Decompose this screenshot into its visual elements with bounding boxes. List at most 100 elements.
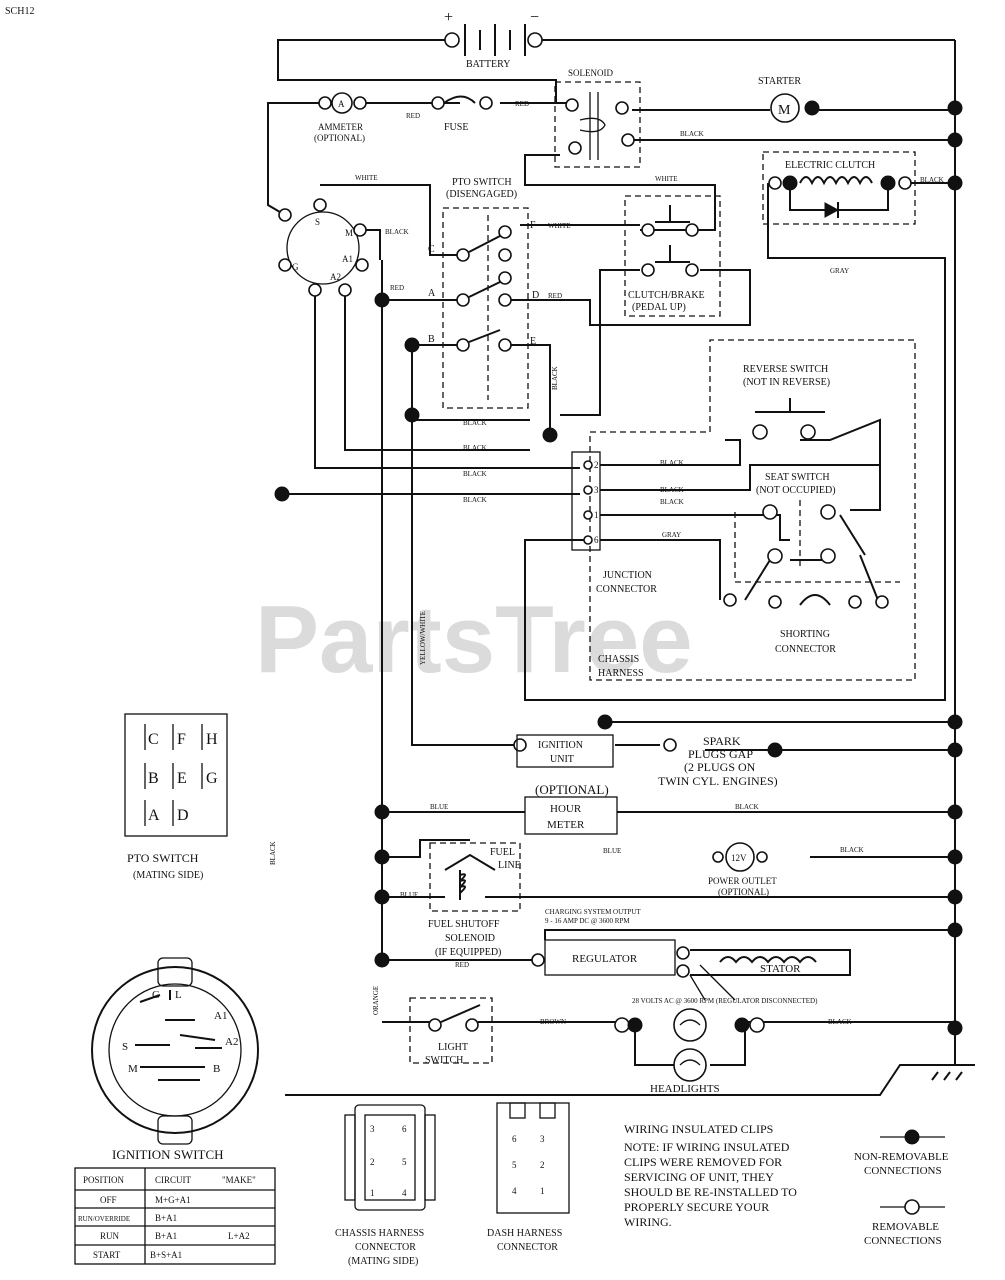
ignition-unit-title: IGNITION [538,740,583,751]
wire-white-top: WHITE [355,174,378,182]
starter: M STARTER [758,76,963,123]
pto-mating-subtitle: (MATING SIDE) [133,870,203,881]
table-row2-circuit: B+A1 [155,1231,177,1241]
charging-output-value: 9 - 16 AMP DC @ 3600 RPM [545,917,630,925]
clutch-brake-switch: CLUTCH/BRAKE (PEDAL UP) [624,195,721,317]
hour-meter-title: HOUR [550,803,582,815]
wire-black-4: BLACK [463,496,487,504]
pto-mating-h: H [206,731,218,748]
chassis-harness-area: REVERSE SWITCH (NOT IN REVERSE) SEAT SWI… [571,339,916,681]
dash-pin-5: 5 [512,1160,517,1170]
chassis-connector-side: (MATING SIDE) [348,1256,418,1267]
table-row1-circuit: B+A1 [155,1213,177,1223]
pto-term-b: B [428,334,435,345]
pto-mating-f: F [177,731,186,748]
pto-mating-title: PTO SWITCH [127,851,199,865]
watermark: PartsTree [255,586,693,693]
solenoid: SOLENOID [554,68,641,168]
junction-connector-label: CONNECTOR [596,584,657,595]
pto-term-f: F [530,220,536,231]
pto-mating-b: B [148,770,159,787]
fuse-label: FUSE [444,122,468,133]
wire-black-headlight: BLACK [828,1018,852,1026]
pto-switch: PTO SWITCH (DISENGAGED) C A B F D E [428,177,539,409]
pto-switch-title: PTO SWITCH [452,177,512,188]
battery-label: BATTERY [466,59,510,70]
ign-switch-a1: A1 [214,1010,227,1022]
wire-black-3: BLACK [463,470,487,478]
ammeter: A AMMETER (OPTIONAL) [314,92,367,143]
note-line6: PROPERLY SECURE YOUR [624,1200,769,1214]
spark-line4: TWIN CYL. ENGINES) [658,774,778,788]
chassis-pin-6: 6 [402,1124,407,1134]
wire-red-d: RED [548,292,562,300]
pto-mating-g: G [206,770,218,787]
pto-term-d: D [532,290,539,301]
dash-pin-1: 1 [540,1186,545,1196]
power-outlet: 12V POWER OUTLET (OPTIONAL) [708,842,777,897]
dash-pin-4: 4 [512,1186,517,1196]
battery-plus: + [444,9,453,26]
wire-orange: ORANGE [372,986,380,1015]
ignition-switch: G L A1 A2 S M B IGNITION SWITCH [91,957,259,1162]
table-row2-extra: L+A2 [228,1231,250,1241]
bus-junctions [274,132,963,1036]
electric-clutch: ELECTRIC CLUTCH BLACK [762,151,944,225]
ign-switch-title: IGNITION SWITCH [112,1147,224,1162]
ignition-unit: IGNITION UNIT [513,734,677,768]
fuel-line-title: FUEL [490,847,515,858]
pto-mating-a: A [148,807,160,824]
seat-switch-state: (NOT OCCUPIED) [756,485,836,496]
main-wiring [267,39,975,1096]
ammeter-label: AMMETER [318,122,363,132]
chassis-pin-5: 5 [402,1157,407,1167]
wire-black-hour: BLACK [735,803,759,811]
power-outlet-title: POWER OUTLET [708,876,777,886]
wire-blue-hour: BLUE [430,803,448,811]
ign-term-g: G [292,262,299,272]
wire-black-2: BLACK [463,444,487,452]
ign-switch-l: L [175,989,182,1001]
wire-blue-power: BLUE [603,847,621,855]
ign-switch-b: B [213,1063,220,1075]
junction-connector-title: JUNCTION [603,570,652,581]
light-switch-label: SWITCH [425,1055,463,1066]
wire-black-j2: BLACK [660,459,684,467]
reverse-switch-state: (NOT IN REVERSE) [743,377,830,388]
pto-switch-state: (DISENGAGED) [446,189,517,200]
clutch-brake-state: (PEDAL UP) [632,302,686,313]
hour-meter: (OPTIONAL) HOUR METER BLUE BLACK [430,782,759,835]
pto-switch-mating: C F H B E G A D PTO SWITCH (MATING SIDE) [124,713,228,881]
seat-switch-title: SEAT SWITCH [765,472,830,483]
junction-pin-1: 1 [594,510,599,520]
pto-mating-c: C [148,731,159,748]
table-row2-position: RUN [100,1231,120,1241]
ign-switch-g: G [152,989,160,1001]
note-line2: NOTE: IF WIRING INSULATED [624,1140,790,1154]
battery-minus: − [530,9,539,26]
wire-red-fuse: RED [515,100,529,108]
hour-meter-optional: (OPTIONAL) [535,782,609,797]
legend-non-removable-dot [904,1129,920,1145]
chassis-pin-4: 4 [402,1188,407,1198]
stator-label: STATOR [760,963,801,975]
wire-black-a1: BLACK [385,228,409,236]
electric-clutch-label: ELECTRIC CLUTCH [785,160,875,171]
pto-term-a: A [428,288,436,299]
note-line4: SERVICING OF UNIT, THEY [624,1170,774,1184]
wire-white-f: WHITE [548,222,571,230]
chassis-connector-title: CHASSIS HARNESS [335,1228,424,1239]
note-line5: SHOULD BE RE-INSTALLED TO [624,1185,797,1199]
wire-yellow-white: YELLOW/WHITE [419,611,427,665]
hour-meter-label: METER [547,819,585,831]
wire-red-ammeter: RED [406,112,420,120]
junction-pin-3: 3 [594,485,599,495]
spark-plugs: SPARK PLUGS GAP (2 PLUGS ON TWIN CYL. EN… [658,734,778,788]
clutch-brake-title: CLUTCH/BRAKE [628,290,705,301]
legend-non-removable-2: CONNECTIONS [864,1165,942,1177]
legend-removable-1: REMOVABLE [872,1221,939,1233]
spark-line3: (2 PLUGS ON [684,760,756,774]
wire-black-solenoid: BLACK [680,130,704,138]
regulator-label: REGULATOR [572,953,638,965]
